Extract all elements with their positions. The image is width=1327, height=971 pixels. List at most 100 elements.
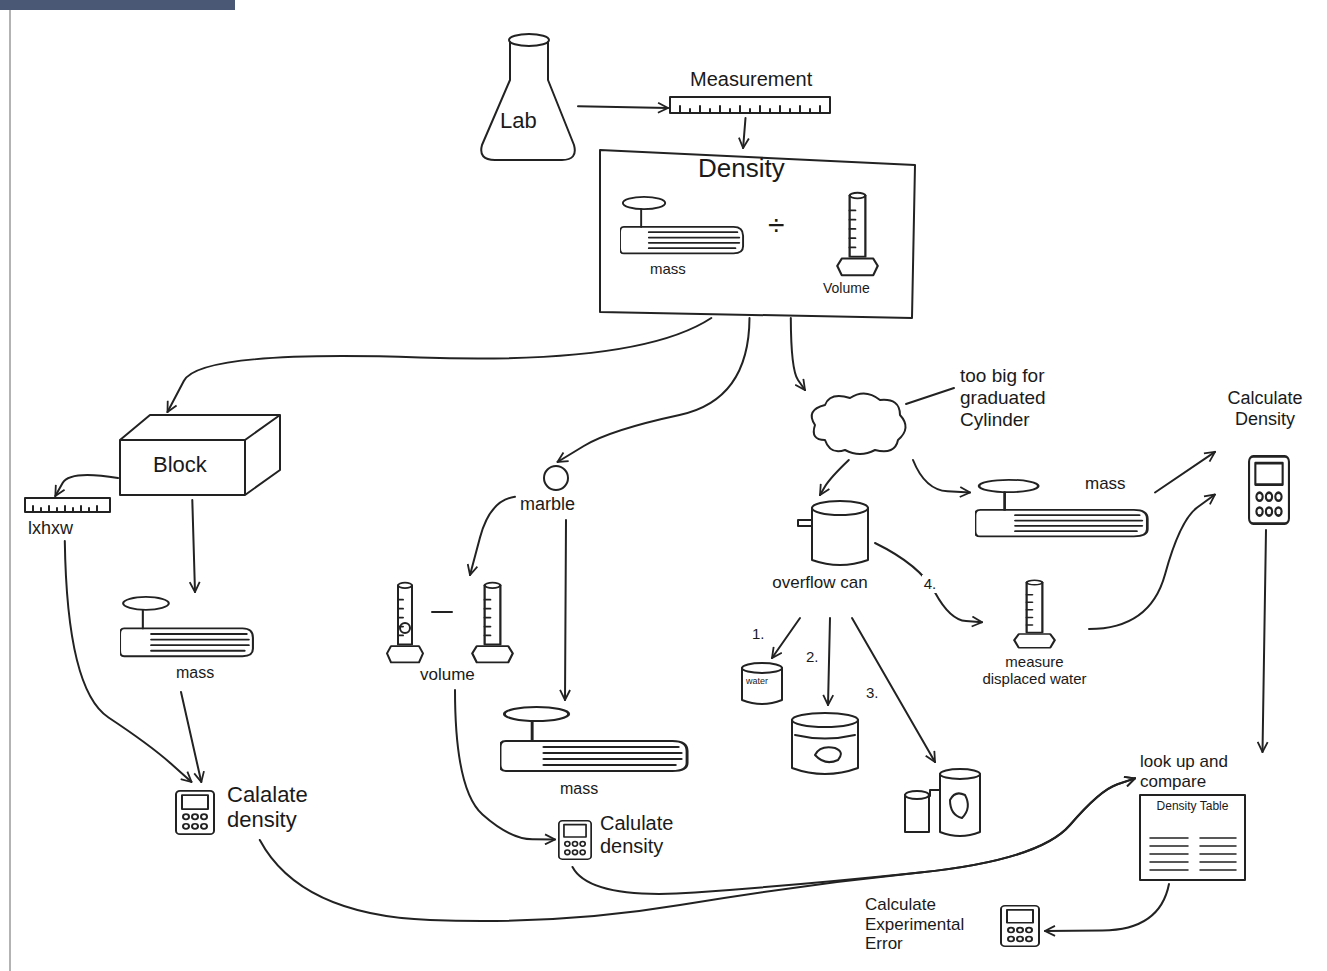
node-text: measure displaced water [982,653,1087,688]
overflow-can-node: overflow can [765,495,875,615]
node-text: mass [650,260,686,277]
node-text: volume [420,665,475,685]
callout-label: ÷ [768,208,784,243]
can-top [940,769,980,779]
node-text: Calulate density [600,812,725,858]
density-table-node: look up and compareDensity Table [1135,752,1305,884]
calculator-node: Calculate Experimental Error [865,895,1045,967]
dash [432,611,452,613]
step-arrow [772,618,800,658]
connector-arrow [168,318,712,412]
flask-mouth [509,34,549,46]
node-text: Calalate density [227,782,362,833]
ruler [25,498,110,512]
marble [544,466,568,490]
node-text: Calculate Experimental Error [865,895,990,954]
connector-arrow [820,460,849,495]
top-bar [0,0,235,10]
marble-node: marble [515,462,600,520]
connector-arrow [578,106,668,108]
node-text: Calculate Density [1215,388,1315,429]
connector-arrow [1155,452,1215,493]
can-top [792,713,858,727]
balance-node: mass [118,592,258,692]
object [950,793,968,818]
node-text: Block [153,452,207,477]
balance-node: mass [495,700,695,802]
block [120,415,280,495]
connector-arrow [565,520,566,700]
ruler [670,97,830,113]
beaker-top [742,663,782,673]
node-text: marble [520,494,575,515]
connector-arrow [65,541,192,782]
overflow-can [798,508,868,565]
balance [620,197,743,254]
node-text: mass [560,780,598,798]
overflow-can [930,774,980,836]
flask [481,42,575,160]
block-node: Block [118,412,283,500]
graduated-cylinder [1014,580,1055,647]
node-text: Volume [823,280,870,296]
graduated-cylinder [837,193,878,275]
calculator [559,821,591,859]
graduated-cylinder [472,583,513,663]
cloud [812,393,906,454]
connector-arrow [743,118,745,148]
cylinder-node: measure displaced water [982,575,1089,710]
calculator [1249,456,1289,523]
flask-node: Lab [478,28,578,163]
node-text: mass [1085,474,1126,494]
node-text: Lab [500,108,537,133]
balance-node: mass [618,190,748,282]
ruler-node: lxhxw [22,496,117,541]
connector-arrow [913,460,970,493]
node-text: overflow can [770,573,870,593]
connector-arrow [573,778,1136,893]
connector-arrow [181,692,201,782]
connector-arrow [455,690,555,840]
edge-label: 4. [922,575,939,592]
density-box: Density massVolume [600,148,918,318]
step-arrow [828,618,830,705]
calculator-node: Calculate Density [1215,388,1317,530]
connector-arrow [55,475,118,496]
connector-arrow [260,778,1135,921]
connector-arrow [791,318,805,390]
callout-label: 2. [806,648,819,665]
connector-arrow [558,318,750,462]
page-edge [9,10,11,971]
step-arrow [852,618,935,762]
table-rows [1150,838,1236,870]
node-text: Density [698,154,785,184]
node-text: mass [176,664,214,682]
marble-in-cylinder [400,623,410,633]
small-can-top [905,791,929,799]
leader-line [906,388,954,404]
callout-label: 3. [866,684,879,701]
object [815,747,841,762]
cylinder-node: Volume [815,185,905,300]
ruler-ticks [33,506,97,512]
node-text: Density Table [1155,800,1230,814]
connector-arrow [192,500,195,592]
balance-node: mass [970,470,1155,545]
connector-arrow [875,543,982,622]
overflow-can-top [812,501,868,515]
small-can [905,795,929,832]
calculator [1001,906,1039,946]
callout-label: 1. [752,625,765,642]
callout-label: water [746,676,768,686]
connector-arrow [1045,884,1169,931]
connector-arrow [1089,495,1215,630]
can [792,720,858,774]
ruler-node: Measurement [668,68,833,118]
density-box-outline [600,150,915,318]
calculator-node: Calulate density [555,812,730,867]
beaker [742,668,782,704]
connector-arrow [470,497,515,575]
density-table [1140,795,1245,880]
